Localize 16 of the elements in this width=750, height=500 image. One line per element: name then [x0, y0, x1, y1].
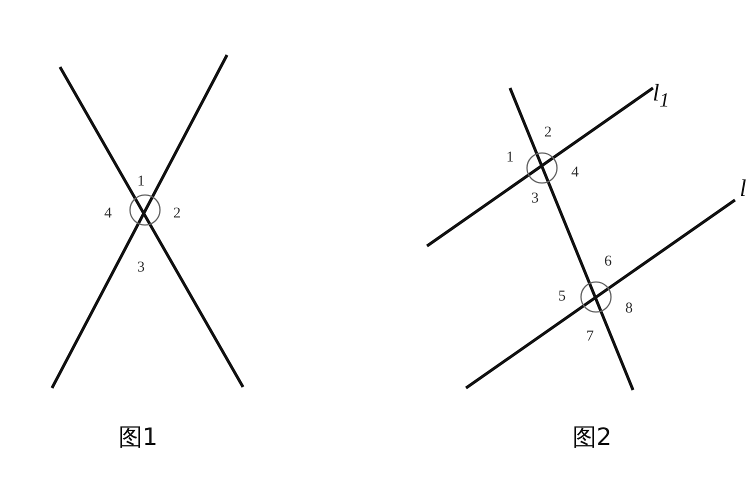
angle-number: 8: [625, 302, 633, 316]
angle-number: 4: [104, 206, 112, 222]
angle-number: 4: [571, 166, 579, 180]
figure-caption: 图2: [572, 425, 612, 449]
angle-number: 2: [544, 126, 552, 140]
angle-number: 5: [558, 290, 566, 304]
line-name: l$_{1}$: [652, 82, 670, 110]
angle-number: 1: [506, 150, 514, 166]
angle-number: 6: [604, 254, 612, 270]
angle-number: 2: [173, 206, 181, 222]
angle-number: 3: [531, 192, 539, 206]
angle-number: 1: [137, 174, 145, 190]
line-name: l: [740, 177, 746, 201]
figure-caption: 图1: [118, 425, 158, 449]
angle-number: 7: [586, 330, 594, 344]
angle-number: 3: [137, 260, 145, 276]
